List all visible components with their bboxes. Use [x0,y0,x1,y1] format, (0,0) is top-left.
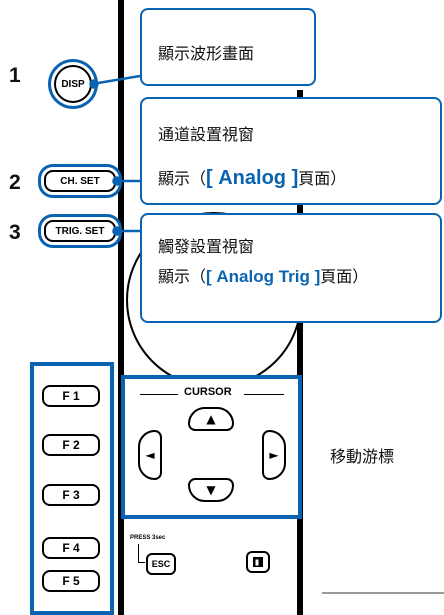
f2-button[interactable]: F 2 [42,434,100,456]
esc-button[interactable]: ESC [146,553,176,575]
trig-set-button-label: TRIG. SET [55,225,105,237]
cursor-label: CURSOR [184,386,232,398]
ch-set-button-label: CH. SET [60,175,100,187]
callout-ch-set-line1: 通道設置視窗 [158,125,255,144]
print-button[interactable] [246,551,270,573]
cursor-down-icon: ▼ [206,483,216,497]
callout-trig-set-highlight: [ Analog Trig ] [206,267,321,286]
cursor-down-button[interactable]: ▼ [188,478,234,502]
callout-ch-set-prefix: 顯示（ [158,169,207,188]
disp-button-label: DISP [61,78,85,90]
f5-button[interactable]: F 5 [42,570,100,592]
callout-disp-text: 顯示波形畫面 [158,44,255,63]
callout-trig-set: 觸發設置視窗 顯示（[ Analog Trig ]頁面） [140,213,442,323]
cursor-rule-right [244,394,284,395]
f5-label: F 5 [62,574,80,588]
esc-label: ESC [151,559,171,569]
callout-trig-set-suffix: 頁面） [320,267,369,286]
cursor-up-icon: ▲ [206,412,216,426]
cursor-right-icon: ► [269,448,279,462]
cursor-rule-left [140,394,178,395]
callout-ch-set-line2: 顯示（[ Analog ]頁面） [158,165,346,190]
marker-3: 3 [9,221,21,244]
f3-label: F 3 [62,488,80,502]
cursor-right-button[interactable]: ► [262,430,286,480]
marker-1: 1 [9,64,21,87]
cursor-left-button[interactable]: ◄ [138,430,162,480]
callout-ch-set: 通道設置視窗 顯示（[ Analog ]頁面） [140,97,442,205]
f1-label: F 1 [62,389,80,403]
f1-button[interactable]: F 1 [42,385,100,407]
press-bracket [138,544,145,563]
print-icon [253,557,263,567]
callout-disp: 顯示波形畫面 [140,8,316,86]
cursor-up-button[interactable]: ▲ [188,407,234,431]
panel-strip-right [297,90,303,615]
panel-strip-left [118,0,124,615]
callout-trig-set-prefix: 顯示（ [158,267,207,286]
function-key-group [30,362,114,615]
callout-trig-set-line1: 觸發設置視窗 [158,237,255,256]
f4-button[interactable]: F 4 [42,537,100,559]
f3-button[interactable]: F 3 [42,484,100,506]
callout-trig-set-line2: 顯示（[ Analog Trig ]頁面） [158,263,368,287]
f4-label: F 4 [62,541,80,555]
callout-ch-set-suffix: 頁面） [298,169,347,188]
f2-label: F 2 [62,438,80,452]
press-hint: PRESS 3sec [130,535,166,541]
cursor-left-icon: ◄ [145,448,155,462]
cursor-description: 移動游標 [330,447,395,466]
callout-ch-set-highlight: [ Analog ] [206,167,299,189]
bottom-rule [322,592,444,594]
marker-2: 2 [9,171,21,194]
